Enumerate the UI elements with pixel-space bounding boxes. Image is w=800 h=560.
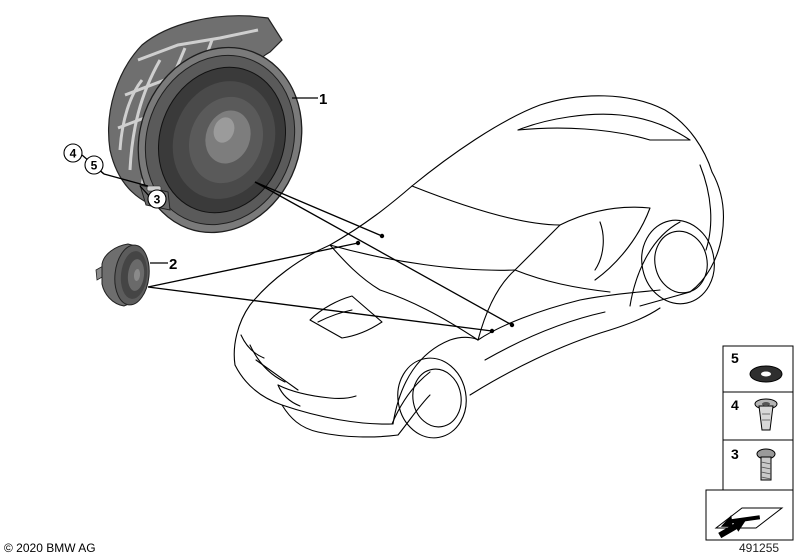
legend-item-washer: 5 — [722, 345, 794, 393]
attachment-points — [355, 233, 515, 334]
legend-number: 4 — [731, 397, 739, 413]
washer-icon — [749, 365, 783, 383]
legend-item-screw: 3 — [722, 439, 794, 491]
callout-4-marker: 4 — [63, 143, 83, 163]
callout-4: 4 — [70, 147, 77, 161]
tweeter — [95, 243, 150, 307]
parts-legend: 5 4 3 — [705, 345, 794, 541]
callout-3: 3 — [154, 193, 161, 207]
clip-nut-icon — [754, 398, 778, 431]
legend-item-clip-nut: 4 — [722, 391, 794, 441]
arrow-sheet-icon — [714, 507, 784, 539]
copyright-notice: © 2020 BMW AG — [4, 541, 96, 555]
callout-3-marker: 3 — [147, 189, 167, 209]
car-outline — [233, 95, 725, 439]
callout-5-marker: 5 — [84, 155, 104, 175]
woofer-speaker — [108, 15, 303, 234]
diagram-number: 491255 — [739, 541, 780, 555]
callout-2: 2 — [169, 256, 177, 273]
legend-number: 5 — [731, 350, 739, 366]
callout-5: 5 — [91, 159, 98, 173]
callout-1: 1 — [319, 91, 327, 108]
legend-number: 3 — [731, 446, 739, 462]
screw-icon — [756, 448, 776, 481]
legend-item-arrow-sheet — [705, 489, 794, 541]
leader-lines — [81, 97, 513, 332]
